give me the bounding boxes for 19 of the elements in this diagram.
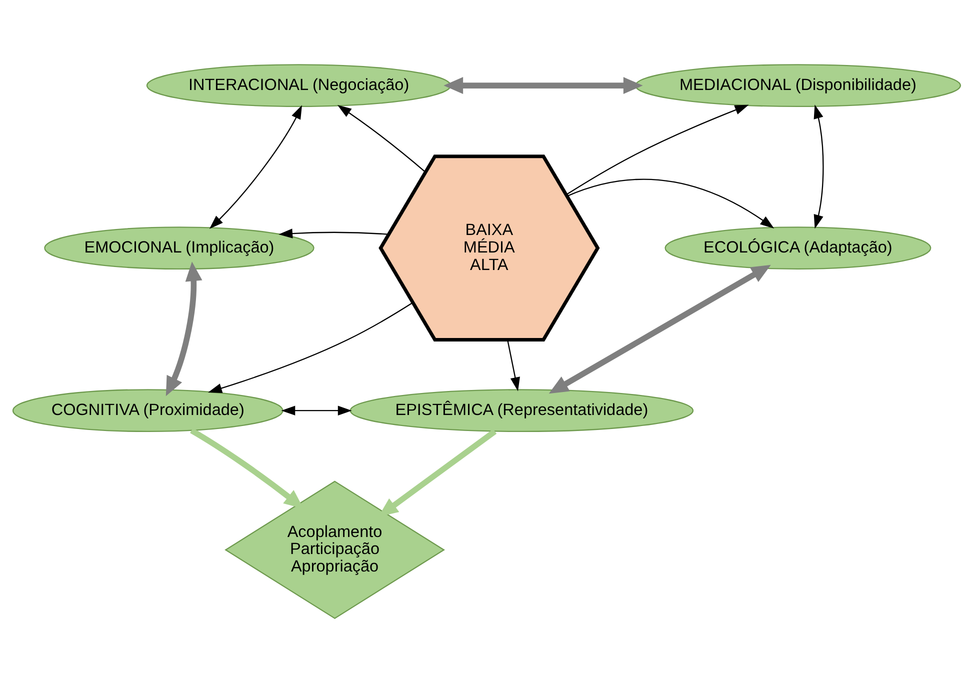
node-diamond: Acoplamento Participação Apropriação — [224, 480, 445, 619]
node-ellipse: ECOLÓGICA (Adaptação) — [664, 226, 932, 270]
arrow — [190, 427, 304, 508]
node-ellipse: MEDIACIONAL (Disponibilidade) — [634, 64, 962, 107]
arrow — [337, 104, 426, 172]
arrow — [567, 178, 774, 228]
arrow — [208, 302, 414, 392]
arrow — [548, 264, 771, 394]
node-ellipse: EPISTÊMICA (Representatividade) — [350, 388, 694, 432]
arrow — [209, 104, 302, 228]
node-ellipse: INTERACIONAL (Negociação) — [146, 64, 452, 107]
arrow — [166, 261, 202, 396]
arrow — [281, 405, 352, 415]
arrow — [814, 104, 824, 228]
arrow — [507, 339, 520, 391]
node-ellipse: COGNITIVA (Proximidade) — [12, 388, 284, 432]
arrow — [444, 76, 643, 94]
arrow — [566, 104, 749, 195]
arrow — [278, 228, 388, 238]
